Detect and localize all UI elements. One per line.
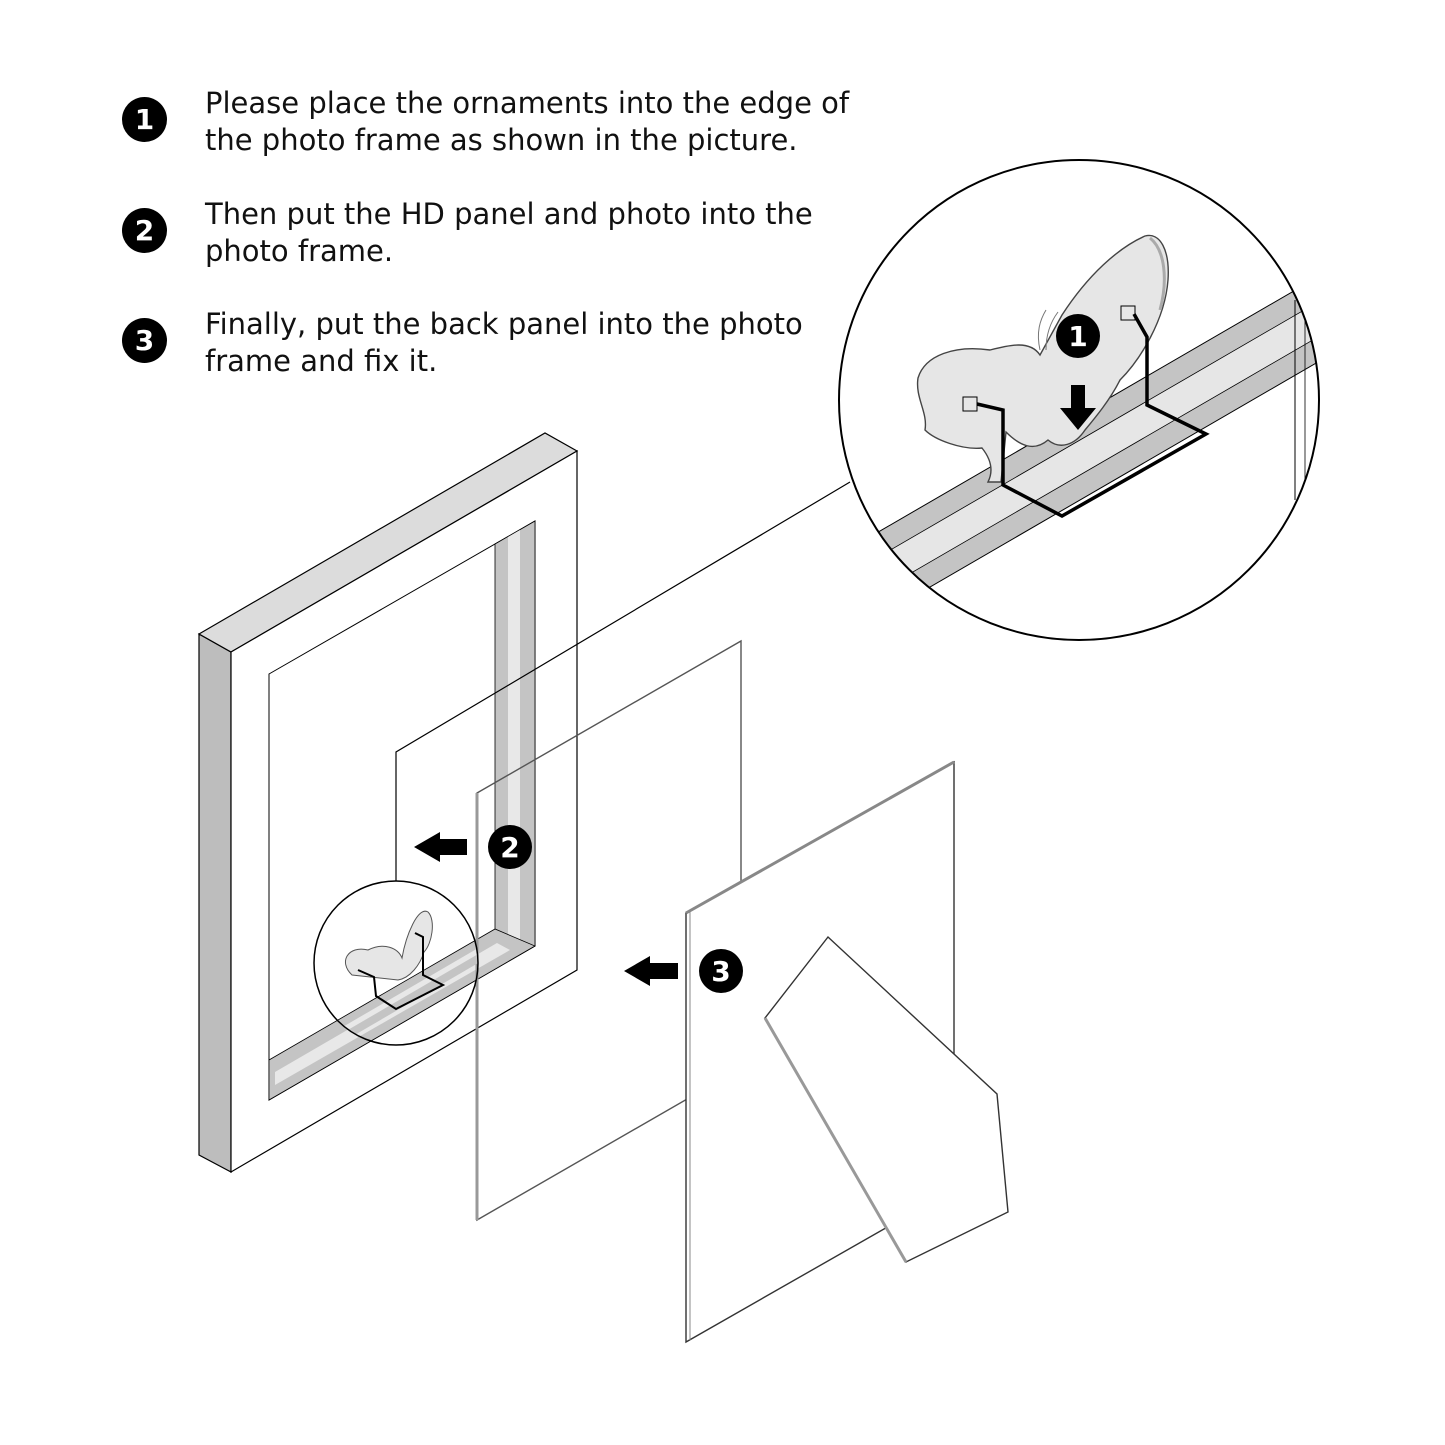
callout-leader-line — [395, 481, 851, 881]
zoom-step-marker — [1056, 314, 1100, 358]
arrow-left-icon — [414, 832, 467, 862]
step-text: Please place the ornaments into the edge… — [205, 86, 850, 157]
back-step-number: 3 — [711, 955, 730, 988]
ornament-zoom-view: 1 — [838, 159, 1320, 641]
zoom-step-number: 1 — [1068, 320, 1087, 353]
arrow-down-icon — [1060, 385, 1096, 430]
step-text: Finally, put the back panel into the pho… — [205, 307, 803, 378]
panel-step-marker — [488, 825, 532, 869]
step-text: Then put the HD panel and photo into the… — [205, 197, 813, 268]
mounting-bracket — [976, 313, 1210, 518]
photo-frame — [197, 432, 579, 1174]
step-number-badge: 2 — [122, 208, 167, 253]
back-step-marker — [699, 949, 743, 993]
arrow-left-icon — [624, 956, 678, 986]
panel-step-number: 2 — [500, 831, 519, 864]
ornament-pin — [1120, 305, 1136, 321]
butterfly-ornament — [916, 234, 1169, 483]
step-number-badge: 1 — [122, 97, 167, 142]
step-number-badge: 3 — [122, 318, 167, 363]
ornament-pin — [962, 396, 978, 412]
